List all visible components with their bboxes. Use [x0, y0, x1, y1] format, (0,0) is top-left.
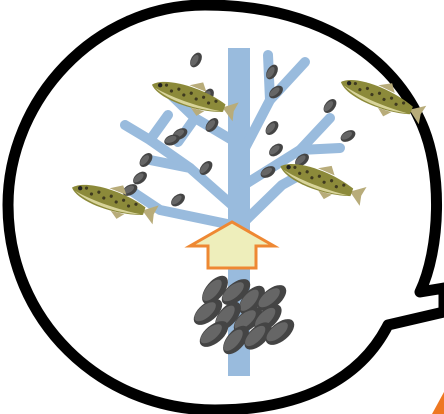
corner-arrow-icon [432, 392, 444, 414]
stream-branch [300, 148, 340, 150]
